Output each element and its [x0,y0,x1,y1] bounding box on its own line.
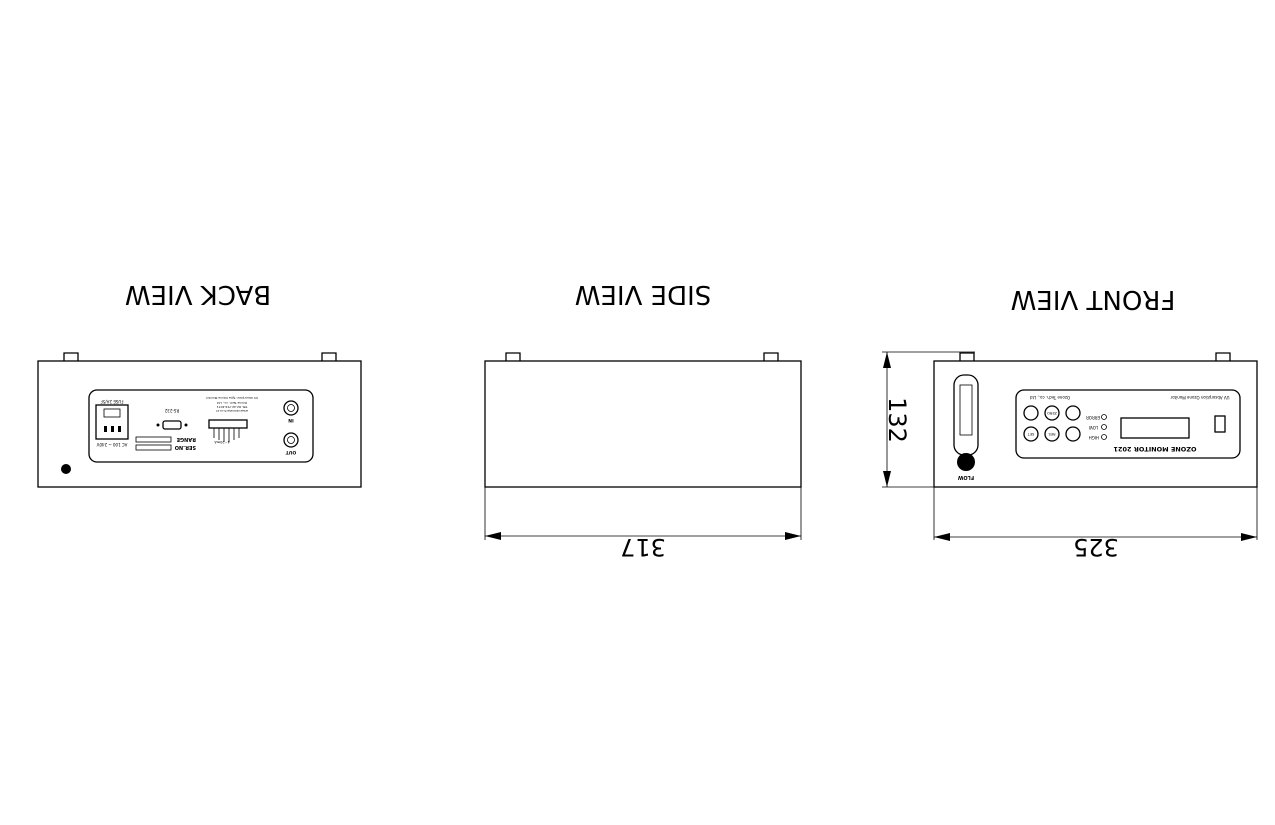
serial-label: SER.NO [175,444,196,450]
lcd-display [1120,417,1190,439]
res-label: RES [1048,432,1056,436]
rs232-port-icon [162,420,182,430]
drawing-line [882,351,975,488]
info-line: UV Absorption Type Ozone Monitor [205,396,258,400]
back-panel [88,389,314,463]
drawing-line [103,408,121,418]
range-label: RANGE [176,436,196,442]
info-line: Ozone Tech. co., Ltd [217,401,247,405]
height-dimension: 132 [883,397,911,443]
drawing-line [287,436,295,444]
set-label: SET [1027,432,1034,436]
back-view: BACK VIEW AC 100 ~ 240V FUSE 2A/5F RS-23… [37,279,362,488]
drawing-line [111,426,114,432]
power-label: AC 100 ~ 240V [96,442,127,447]
drawing-line [287,404,295,412]
side-view-title: SIDE VIEW [575,279,711,309]
drawing-line [118,426,121,432]
drawing-line: UV Absorption Type Ozone Monitor Ozone T… [205,396,258,413]
subtitle-label: UV Absorption Ozone Monitor [1170,395,1229,400]
maker-label: Ozone Tech. co., Ltd [1029,395,1070,400]
front-panel [1015,389,1241,459]
front-view: FRONT VIEW FLOW UV Absorption Ozone Moni… [882,284,1258,561]
up-button[interactable] [1065,405,1081,421]
inlet-fitting-icon [283,400,299,416]
flow-label: FLOW [957,474,974,480]
outlet-fitting-icon [283,432,299,448]
side-width-dimension: 317 [620,533,666,561]
led-high [1101,434,1107,440]
range-plate [135,436,172,443]
inlet-label: IN [288,417,294,423]
drawing-line [505,352,779,361]
flow-knob-icon [957,453,975,471]
led-error [1101,414,1107,420]
side-housing [484,360,802,488]
outlet-label: OUT [285,449,296,455]
drawing-line [959,352,1231,361]
led-low [1101,424,1107,430]
set-button[interactable] [1023,426,1039,442]
led-low-label: LOW [1089,425,1098,430]
flow-meter [953,374,979,456]
side-view: SIDE VIEW 317 [484,279,802,561]
back-view-title: BACK VIEW [125,279,271,309]
drawing-line [156,423,160,427]
info-line: www.ozonetech.co.kr [215,409,248,413]
led-high-label: HIGH [1089,435,1099,440]
front-housing [933,360,1258,488]
signal-label: 4~20mA [214,440,230,444]
down-button[interactable] [1065,426,1081,442]
drawing-line [883,352,891,487]
led-error-label: ERROR [1086,415,1100,420]
pencil-button[interactable] [1023,405,1039,421]
back-feet [63,352,337,361]
power-switch[interactable] [1214,415,1226,433]
back-housing [37,360,362,488]
ground-screw-icon [61,464,71,474]
drawing-line [959,384,973,436]
terminal-block [208,419,248,429]
fuse-label: FUSE 2A/5F [100,399,124,404]
rs232-label: RS-232 [164,408,179,413]
drawing-line [184,423,188,427]
zero-label: ZERO [1047,411,1057,415]
info-line: TEL 82-42-719-4071 [217,405,249,409]
power-inlet-icon [95,404,129,440]
drawing-line [213,428,240,442]
drawing-line [104,426,107,432]
model-label: OZONE MONITOR 2021 [1113,445,1197,453]
zero-button[interactable] [1044,405,1060,421]
front-view-title: FRONT VIEW [1011,284,1176,314]
res-button[interactable] [1044,426,1060,442]
status-leds: ERROR LOW HIGH [1086,414,1107,440]
front-width-dimension: 325 [1073,533,1119,561]
drawing-line [933,487,1258,540]
serial-plate [135,444,172,451]
drawing-line [484,487,802,540]
keypad: ZERO RES SET [1023,405,1081,442]
